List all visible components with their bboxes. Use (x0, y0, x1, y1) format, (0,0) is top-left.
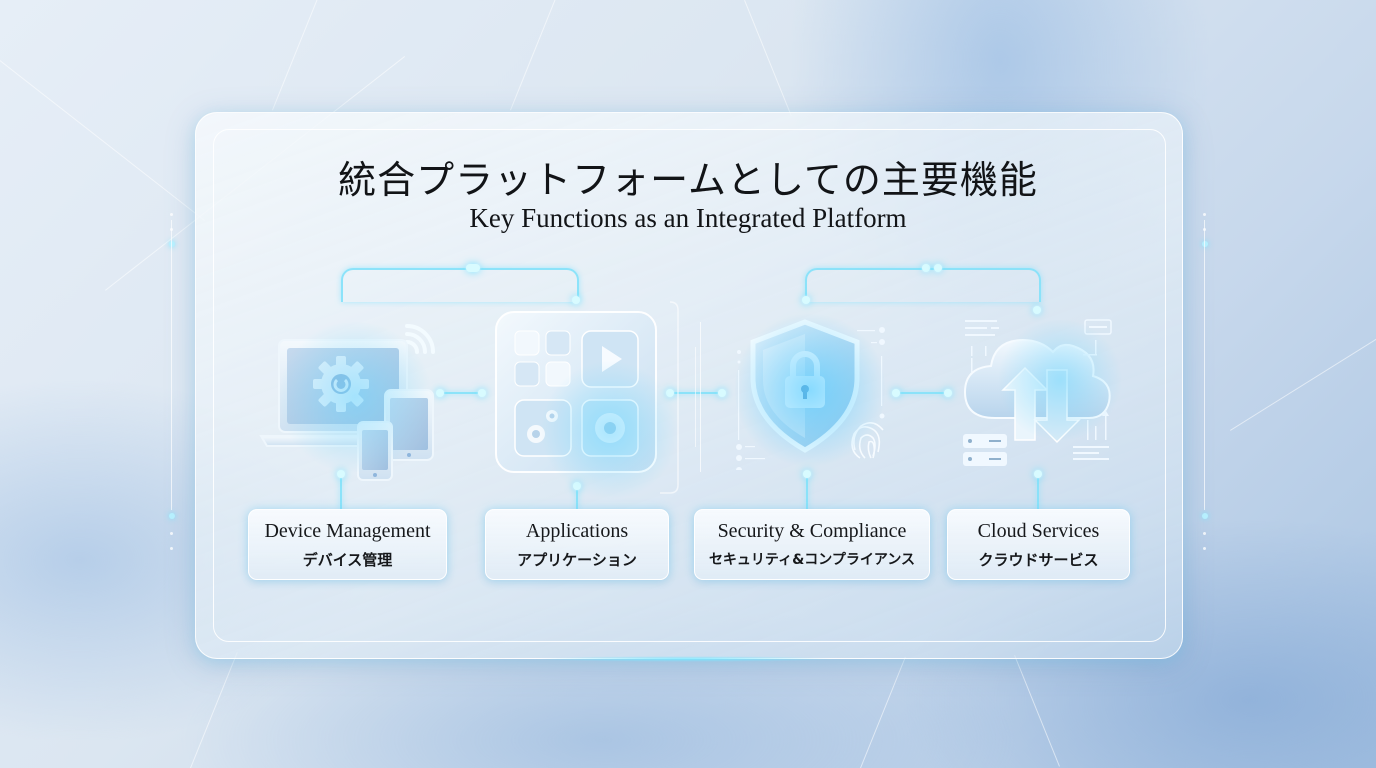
connector-node (337, 470, 345, 478)
function-label-en: Cloud Services (977, 520, 1100, 542)
function-label-ja: クラウドサービス (978, 551, 1099, 569)
connector-node (478, 389, 486, 397)
connector-node (922, 264, 930, 272)
background-streak (272, 0, 322, 111)
function-label-ja: アプリケーション (517, 551, 637, 569)
app-grid-icon (480, 300, 700, 500)
function-card-cloud-services[interactable]: Cloud Services クラウドサービス (947, 509, 1130, 580)
background-streak (1014, 655, 1060, 767)
shield-lock-icon (725, 300, 900, 473)
link-device-apps (440, 392, 482, 394)
background-streak (190, 652, 238, 768)
function-card-device-management[interactable]: Device Management デバイス管理 (248, 509, 447, 580)
background-streak (744, 0, 792, 117)
connector-node (802, 296, 810, 304)
connector-device-to-apps (341, 268, 579, 302)
panel-bottom-glow (536, 656, 836, 662)
function-card-security-compliance[interactable]: Security & Compliance セキュリティ&コンプライアンス (694, 509, 930, 580)
background-streak (860, 656, 906, 768)
function-card-applications[interactable]: Applications アプリケーション (485, 509, 669, 580)
connector-node (436, 389, 444, 397)
function-label-en: Security & Compliance (717, 520, 907, 542)
function-label-ja: セキュリティ&コンプライアンス (708, 552, 916, 568)
left-decor-rail (168, 210, 175, 550)
function-label-en: Device Management (264, 520, 431, 542)
link-cloud-card (1037, 476, 1039, 510)
function-label-en: Applications (525, 520, 629, 542)
connector-security-to-cloud (805, 268, 1041, 302)
connector-node (934, 264, 942, 272)
cloud-sync-icon (955, 310, 1125, 470)
link-device-card (340, 476, 342, 510)
devices-gear-icon (255, 312, 455, 482)
connector-node (803, 470, 811, 478)
connector-node (1034, 470, 1042, 478)
right-decor-rail (1201, 210, 1208, 550)
link-apps-security (670, 392, 722, 394)
page-title-english: Key Functions as an Integrated Platform (469, 203, 907, 233)
connector-node (1033, 306, 1041, 314)
connector-node (944, 389, 952, 397)
page-title-japanese: 統合プラットフォームとしての主要機能 (338, 158, 1038, 202)
decor-line (695, 347, 696, 447)
decor-line (700, 322, 701, 472)
main-panel-inner-border (213, 129, 1166, 642)
connector-node (572, 296, 580, 304)
link-security-cloud (896, 392, 948, 394)
function-label-ja: デバイス管理 (302, 551, 393, 569)
background-streak (1230, 334, 1376, 431)
connector-node (466, 264, 480, 272)
link-apps-card (576, 488, 578, 510)
background-streak (510, 0, 558, 111)
link-security-card (806, 476, 808, 510)
connector-node (718, 389, 726, 397)
connector-node (892, 389, 900, 397)
